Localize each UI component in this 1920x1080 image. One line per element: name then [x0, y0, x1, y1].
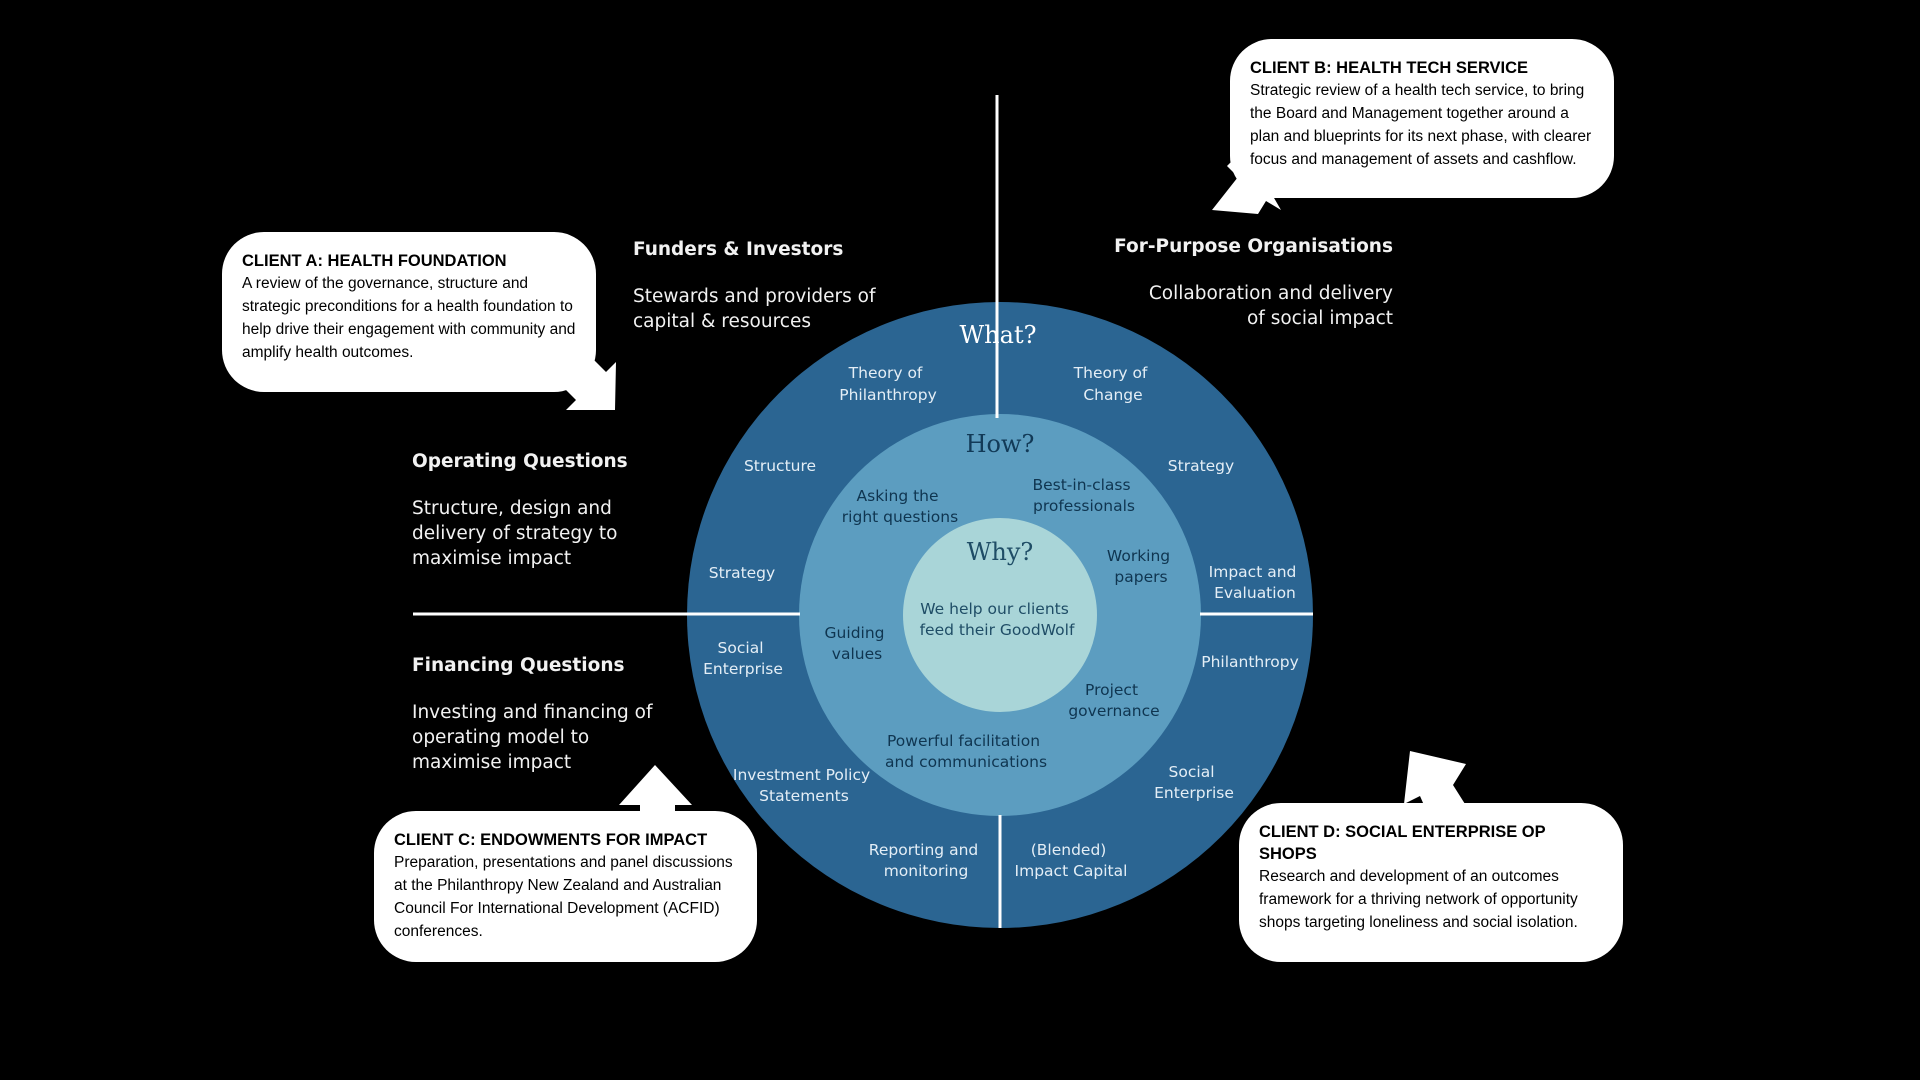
client-d-arrow-icon [1404, 751, 1466, 812]
funders-line-2: capital & resources [633, 311, 811, 332]
outer-label-structure: Structure [744, 457, 816, 475]
client-a-title: CLIENT A: HEALTH FOUNDATION [242, 252, 507, 270]
what-title: What? [960, 321, 1037, 349]
for-purpose-line-2: of social impact [1246, 308, 1393, 329]
client-d-title: CLIENT D: SOCIAL ENTERPRISE OP SHOPS [1259, 823, 1546, 863]
operating-questions-description: Structure, design and delivery of strate… [412, 496, 672, 571]
financing-line-1: Investing and financing of [412, 702, 653, 723]
middle-label-project-governance: Project governance [1068, 681, 1159, 720]
financing-line-2: operating model to [412, 727, 590, 748]
for-purpose-line-1: Collaboration and delivery [1148, 283, 1393, 304]
outer-label-impact-evaluation: Impact and Evaluation [1209, 563, 1302, 602]
middle-label-facilitation: Powerful facilitation and communications [885, 732, 1047, 771]
operating-questions-title: Operating Questions [412, 451, 628, 472]
operating-line-3: maximise impact [412, 548, 572, 569]
outer-label-strategy-left: Strategy [709, 564, 775, 582]
outer-label-social-enterprise-right: Social Enterprise [1154, 763, 1234, 802]
financing-questions-title: Financing Questions [412, 655, 625, 676]
financing-questions-description: Investing and financing of operating mod… [412, 700, 672, 775]
middle-label-asking-questions: Asking the right questions [842, 487, 958, 526]
operating-line-2: delivery of strategy to [412, 523, 618, 544]
financing-questions-block: Financing Questions Investing and financ… [412, 655, 672, 775]
outer-label-blended-impact-capital: (Blended) Impact Capital [1015, 841, 1128, 880]
client-c-title: CLIENT C: ENDOWMENTS FOR IMPACT [394, 831, 708, 849]
client-c-arrow-icon [619, 765, 692, 820]
client-d-body: Research and development of an outcomes … [1259, 868, 1578, 931]
core-statement: We help our clients feed their GoodWolf [920, 600, 1075, 639]
outer-label-investment-policy: Investment Policy Statements [733, 766, 875, 805]
funders-investors-title: Funders & Investors [633, 239, 844, 260]
operating-questions-block: Operating Questions Structure, design an… [412, 451, 672, 571]
for-purpose-description: Collaboration and delivery of social imp… [1100, 281, 1393, 331]
client-a-callout: CLIENT A: HEALTH FOUNDATION A review of … [222, 232, 596, 392]
outer-label-social-enterprise-left: Social Enterprise [703, 639, 783, 678]
outer-label-theory-of-philanthropy: Theory of Philanthropy [839, 364, 937, 404]
client-c-callout: CLIENT C: ENDOWMENTS FOR IMPACT Preparat… [374, 811, 757, 962]
outer-label-strategy-right: Strategy [1168, 457, 1234, 475]
outer-label-philanthropy: Philanthropy [1201, 653, 1299, 671]
why-title: Why? [967, 538, 1034, 566]
outer-label-reporting-monitoring: Reporting and monitoring [869, 841, 983, 880]
middle-label-guiding-values: Guiding values [825, 624, 890, 663]
client-b-callout: CLIENT B: HEALTH TECH SERVICE Strategic … [1230, 39, 1614, 198]
funders-investors-block: Funders & Investors Stewards and provide… [633, 239, 913, 334]
middle-label-working-papers: Working papers [1107, 547, 1175, 586]
middle-label-best-in-class: Best-in-class professionals [1032, 476, 1135, 515]
client-d-callout: CLIENT D: SOCIAL ENTERPRISE OP SHOPS Res… [1239, 803, 1623, 962]
financing-line-3: maximise impact [412, 752, 572, 773]
client-b-title: CLIENT B: HEALTH TECH SERVICE [1250, 59, 1529, 77]
core-circle-why [903, 518, 1097, 712]
funders-investors-description: Stewards and providers of capital & reso… [633, 284, 913, 334]
funders-line-1: Stewards and providers of [633, 286, 876, 307]
for-purpose-block: For-Purpose Organisations Collaboration … [1100, 236, 1393, 331]
how-title: How? [966, 430, 1035, 458]
client-a-body: A review of the governance, structure an… [242, 275, 576, 361]
for-purpose-title: For-Purpose Organisations [1114, 236, 1393, 257]
client-c-body: Preparation, presentations and panel dis… [394, 854, 733, 940]
client-b-body: Strategic review of a health tech servic… [1250, 82, 1592, 168]
operating-line-1: Structure, design and [412, 498, 612, 519]
client-a-arrow-icon [560, 356, 616, 410]
outer-label-theory-of-change: Theory of Change [1073, 364, 1153, 404]
